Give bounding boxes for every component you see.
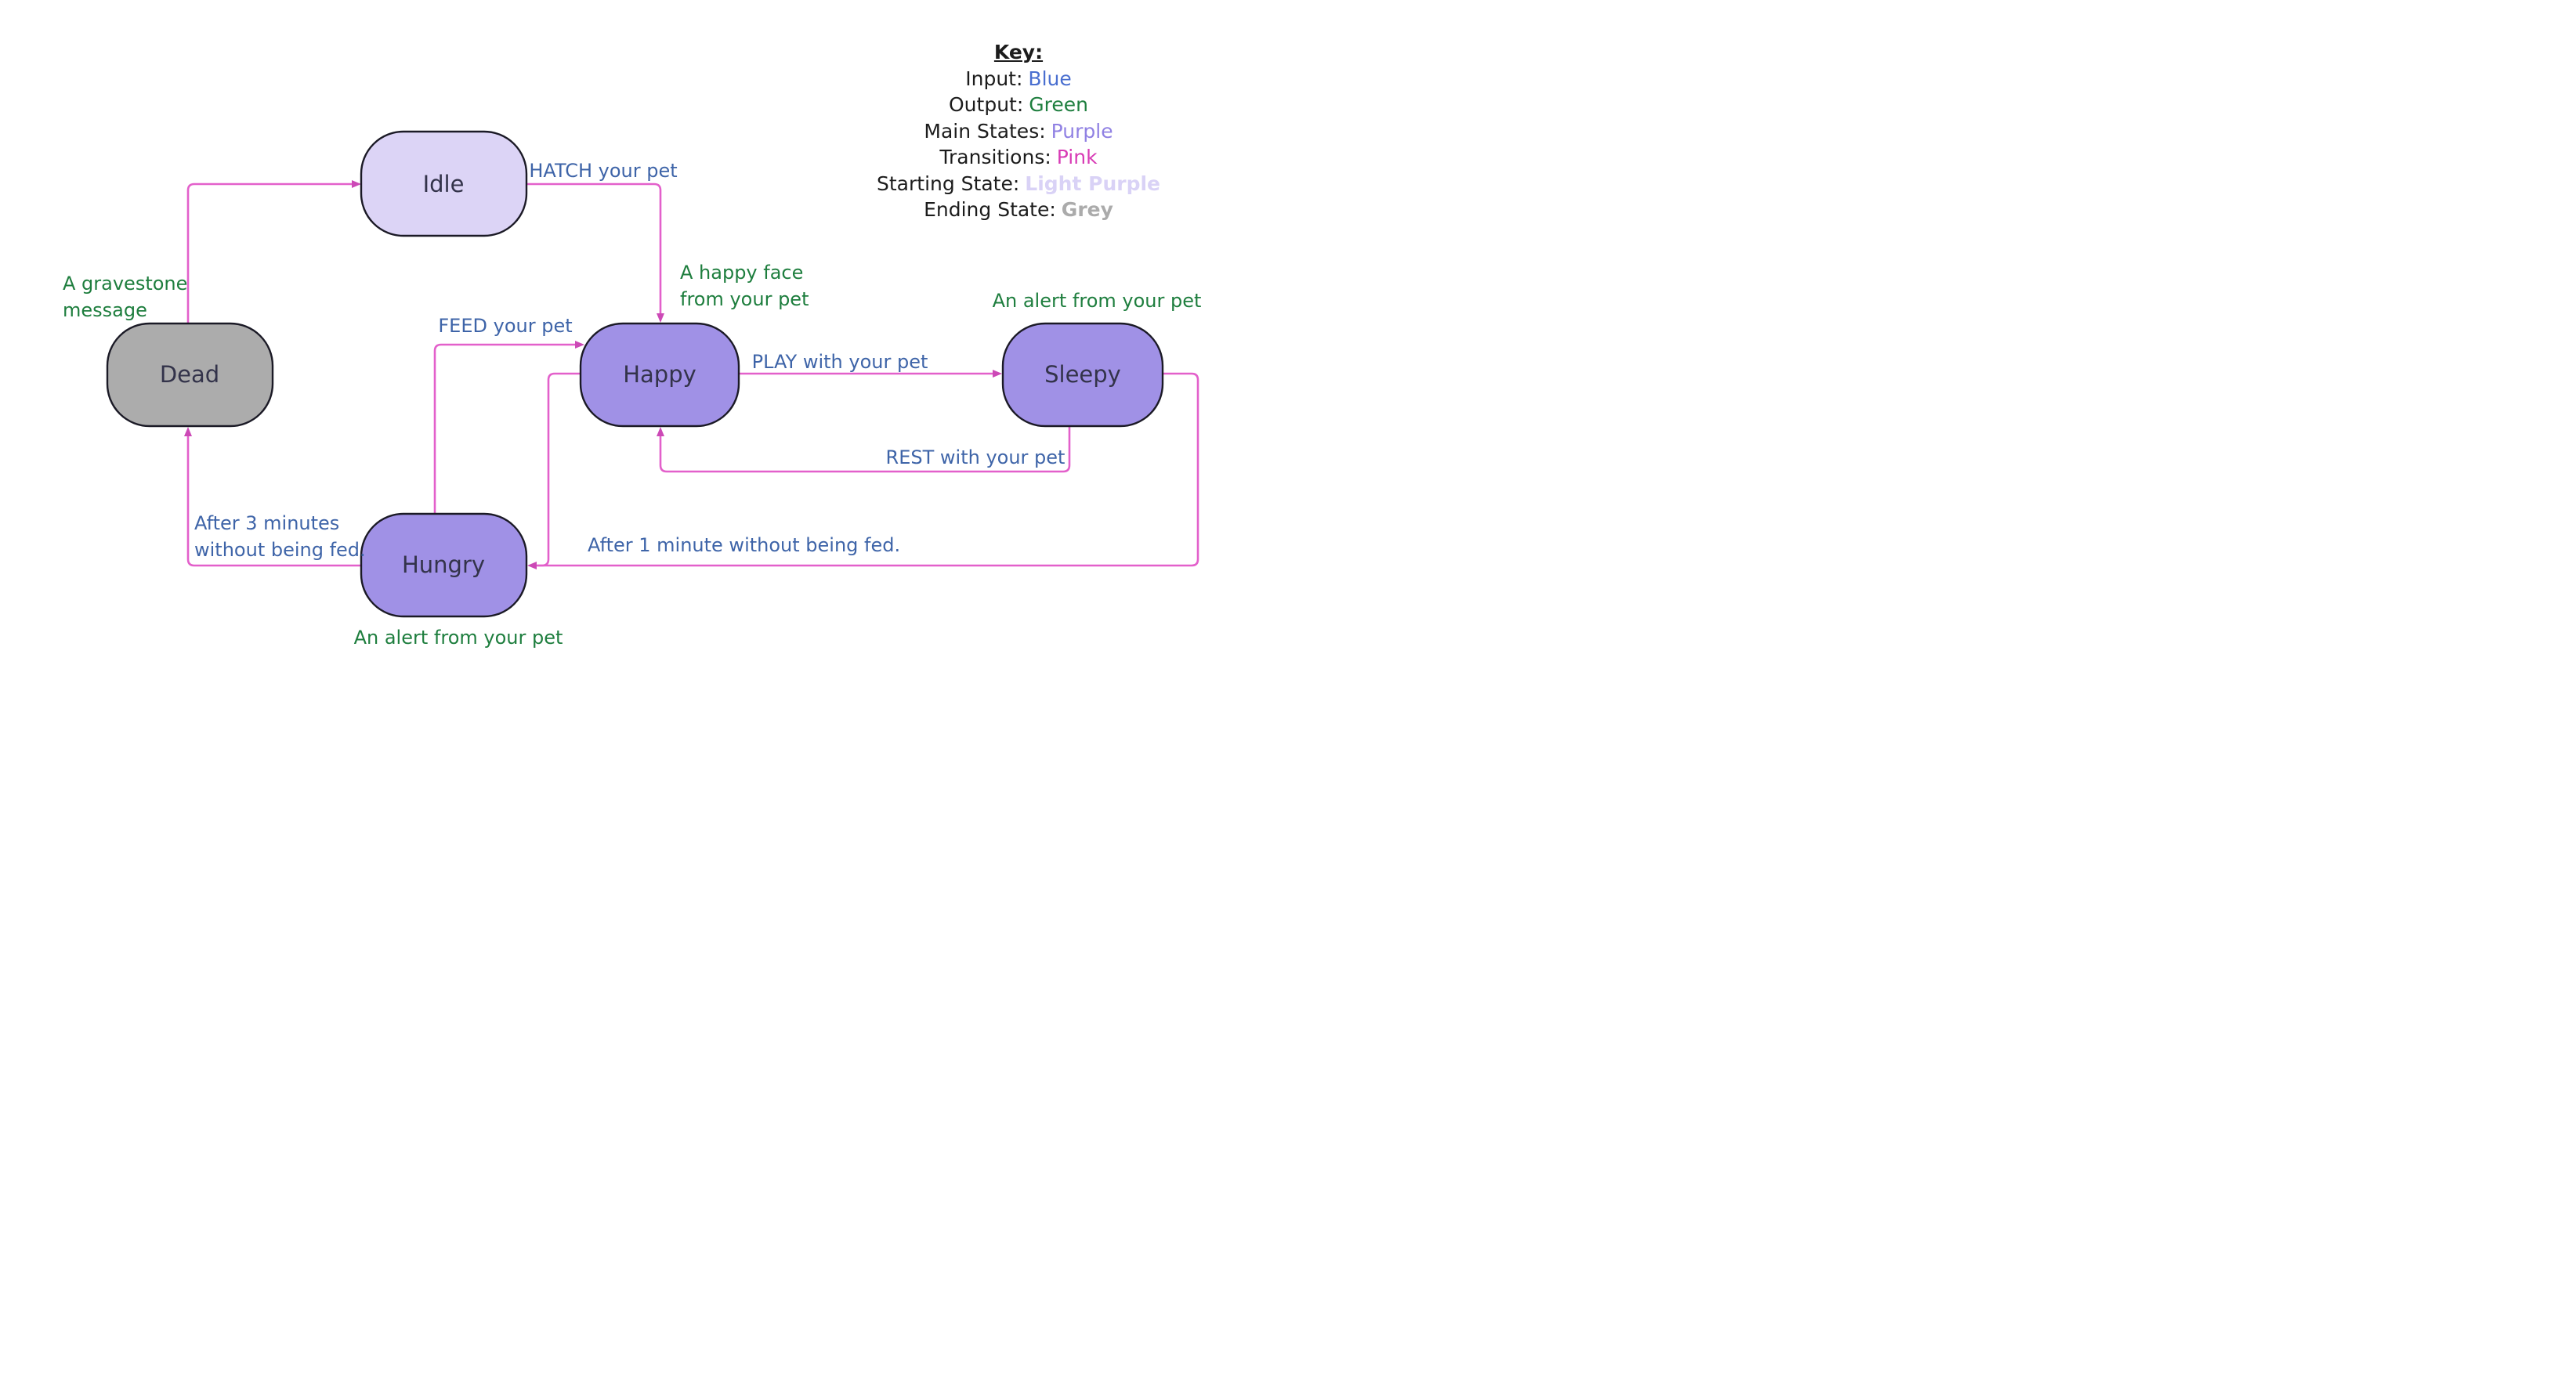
state-dead: Dead (106, 322, 274, 428)
output-label-alert-sleepy: An alert from your pet (993, 290, 1202, 312)
state-dead-shape (106, 322, 274, 428)
state-sleepy-shape (1001, 322, 1164, 428)
input-label-play: PLAY with your pet (752, 351, 928, 373)
legend-entry-main-states: Main States:Purple (823, 118, 1214, 145)
legend-entry-main-states-label: Main States: (924, 119, 1046, 143)
state-hungry: Hungry (360, 512, 528, 618)
state-dead-label: Dead (160, 361, 219, 388)
transition-happy-to-hungry-line (537, 372, 581, 567)
legend-entry-ending-state: Ending State:Grey (823, 197, 1214, 223)
state-hungry-label: Hungry (402, 551, 485, 578)
legend-entry-output-value: Green (1029, 93, 1088, 116)
diagram-canvas: Idle Dead Happy Sleepy Hungry HATCH your… (63, 130, 1202, 649)
legend-entry-input-value: Blue (1028, 67, 1072, 90)
state-idle: Idle (360, 130, 528, 237)
legend-entry-transitions-label: Transitions: (939, 146, 1051, 168)
legend-entry-starting-state-value: Light Purple (1025, 172, 1160, 195)
input-label-after-3-minutes-line1: After 3 minutes (194, 512, 339, 534)
state-idle-label: Idle (423, 171, 465, 197)
state-happy: Happy (579, 322, 740, 428)
transition-idle-to-happy-line (526, 183, 664, 323)
legend-entry-transitions: Transitions:Pink (823, 144, 1214, 171)
output-label-happy-face-line2: from your pet (680, 288, 809, 310)
legend-title: Key: (993, 41, 1044, 63)
legend-entry-transitions-value: Pink (1056, 146, 1098, 168)
output-label-happy-face-line1: A happy face (680, 262, 803, 284)
legend: Key: Input:Blue Output:Green Main States… (823, 39, 1214, 223)
state-idle-shape (360, 130, 528, 237)
state-sleepy: Sleepy (1001, 322, 1164, 428)
transition-sleepy-to-happy-line (657, 426, 1071, 473)
state-sleepy-label: Sleepy (1044, 361, 1121, 388)
input-label-after-1-minute: After 1 minute without being fed. (588, 534, 900, 556)
legend-entry-output: Output:Green (823, 92, 1214, 118)
input-label-rest: REST with your pet (886, 446, 1065, 468)
input-label-after-3-minutes-line2: without being fed. (194, 539, 366, 561)
legend-entry-main-states-value: Purple (1051, 119, 1113, 143)
pet-state-diagram: Idle Dead Happy Sleepy Hungry HATCH your… (0, 0, 1288, 688)
transition-sleepy-to-hungry-line (527, 372, 1199, 569)
legend-entry-starting-state-label: Starting State: (877, 172, 1020, 195)
legend-entry-input: Input:Blue (823, 66, 1214, 92)
output-label-gravestone-line2: message (63, 299, 147, 321)
state-hungry-shape (360, 512, 528, 618)
output-label-alert-hungry: An alert from your pet (354, 627, 563, 649)
transition-dead-to-idle-line (186, 180, 361, 323)
transition-hungry-to-dead-line (184, 427, 361, 567)
legend-entry-input-label: Input: (965, 67, 1023, 90)
legend-entry-output-label: Output: (949, 93, 1024, 116)
legend-entry-ending-state-label: Ending State: (924, 198, 1056, 221)
transition-hungry-to-happy-line (433, 341, 584, 514)
legend-entry-starting-state: Starting State:Light Purple (823, 171, 1214, 197)
state-happy-label: Happy (623, 361, 696, 388)
output-label-gravestone-line1: A gravestone (63, 273, 187, 295)
legend-entry-ending-state-value: Grey (1061, 198, 1113, 221)
state-happy-shape (579, 322, 740, 428)
input-label-hatch: HATCH your pet (529, 160, 677, 182)
input-label-feed: FEED your pet (438, 315, 572, 337)
